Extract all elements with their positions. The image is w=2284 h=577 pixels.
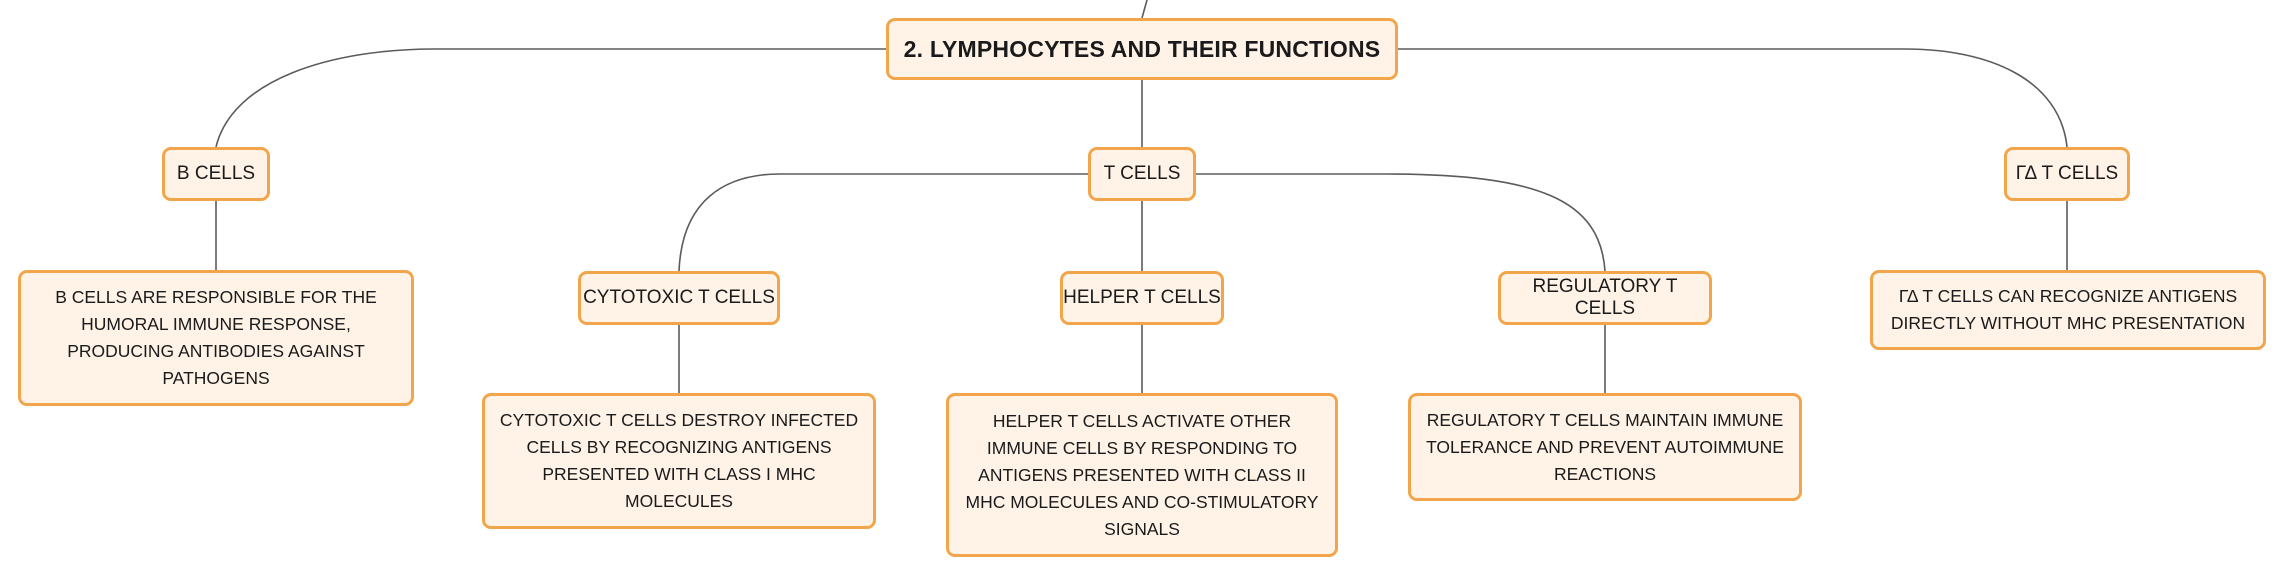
edge-root-incoming <box>1141 0 1148 19</box>
regulatory-t-cells-label: REGULATORY T CELLS <box>1532 276 1678 319</box>
t-cells-label: T CELLS <box>1103 163 1181 184</box>
b-cells-label: B CELLS <box>176 163 256 184</box>
gamma-delta-t-cells-label: ΓΔ T CELLS <box>2015 163 2119 184</box>
gamma-delta-description-text: ΓΔ T CELLS CAN RECOGNIZE ANTIGENS DIRECT… <box>1890 286 2246 333</box>
b-cells-description[interactable]: B CELLS ARE RESPONSIBLE FOR THE HUMORAL … <box>18 270 414 406</box>
gamma-delta-description[interactable]: ΓΔ T CELLS CAN RECOGNIZE ANTIGENS DIRECT… <box>1870 270 2266 350</box>
cytotoxic-description-text: CYTOTOXIC T CELLS DESTROY INFECTED CELLS… <box>499 410 859 511</box>
root-label: 2. LYMPHOCYTES AND THEIR FUNCTIONS <box>903 35 1381 62</box>
helper-description-text: HELPER T CELLS ACTIVATE OTHER IMMUNE CEL… <box>965 410 1319 539</box>
edge-root-to-gamma-delta <box>1398 48 2068 148</box>
cytotoxic-t-cells-label: CYTOTOXIC T CELLS <box>583 287 775 308</box>
node-helper-t-cells[interactable]: HELPER T CELLS <box>1060 271 1224 325</box>
node-t-cells[interactable]: T CELLS <box>1088 147 1196 201</box>
helper-t-cells-label: HELPER T CELLS <box>1063 287 1221 308</box>
edge-root-to-b-cells <box>215 48 886 148</box>
node-cytotoxic-t-cells[interactable]: CYTOTOXIC T CELLS <box>578 271 780 325</box>
regulatory-description[interactable]: REGULATORY T CELLS MAINTAIN IMMUNE TOLER… <box>1408 393 1802 501</box>
node-gamma-delta-t-cells[interactable]: ΓΔ T CELLS <box>2004 147 2130 201</box>
cytotoxic-description[interactable]: CYTOTOXIC T CELLS DESTROY INFECTED CELLS… <box>482 393 876 529</box>
edge-t-cells-to-regulatory <box>1196 173 1606 272</box>
node-b-cells[interactable]: B CELLS <box>162 147 270 201</box>
edge-t-cells-to-cytotoxic <box>678 173 1088 272</box>
root-node[interactable]: 2. LYMPHOCYTES AND THEIR FUNCTIONS <box>886 18 1398 80</box>
node-regulatory-t-cells[interactable]: REGULATORY T CELLS <box>1498 271 1712 325</box>
helper-description[interactable]: HELPER T CELLS ACTIVATE OTHER IMMUNE CEL… <box>946 393 1338 557</box>
regulatory-description-text: REGULATORY T CELLS MAINTAIN IMMUNE TOLER… <box>1426 409 1784 484</box>
b-cells-description-text: B CELLS ARE RESPONSIBLE FOR THE HUMORAL … <box>55 287 377 388</box>
